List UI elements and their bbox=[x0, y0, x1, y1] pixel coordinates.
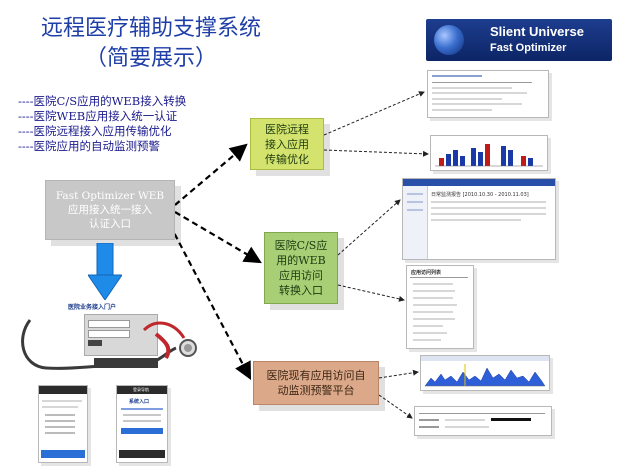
transport-optimization-node: 医院远程 接入应用 传输优化 bbox=[250, 118, 324, 170]
unified-access-line-1: Fast Optimizer WEB bbox=[55, 190, 165, 202]
node-text: 转换入口 bbox=[278, 284, 323, 297]
node-text: 接入应用 bbox=[265, 137, 309, 151]
report-thumbnail bbox=[427, 70, 549, 118]
product-logo: Slient Universe Fast Optimizer bbox=[426, 19, 612, 61]
arrow-to-node-3 bbox=[169, 224, 252, 380]
unified-access-box: Fast Optimizer WEB 应用接入统一接入 认证入口 bbox=[45, 180, 175, 240]
login-portal-thumbnail: 医院业务接入门户 bbox=[16, 300, 206, 378]
page-title: 远程医疗辅助支撑系统 （简要展示） bbox=[26, 14, 276, 74]
arrow-node1-thumb1 bbox=[323, 91, 425, 136]
node-text: 医院C/S应 bbox=[274, 239, 328, 252]
arrow-node1-thumb2 bbox=[323, 149, 429, 157]
unified-access-line-2: 应用接入统一接入 bbox=[68, 204, 152, 216]
unified-access-line-3: 认证入口 bbox=[89, 218, 131, 230]
bar-chart-thumbnail bbox=[430, 135, 548, 171]
login-header: 医院业务接入门户 bbox=[68, 304, 117, 311]
arrow-to-node-1 bbox=[174, 143, 248, 206]
list-title: 应用访问列表 bbox=[411, 270, 442, 276]
feature-item: ----医院C/S应用的WEB接入转换 bbox=[18, 94, 187, 108]
mobile-heading: 系统入口 bbox=[129, 399, 150, 405]
logo-line-1: Slient Universe bbox=[490, 24, 584, 39]
node-text: 医院远程 bbox=[265, 122, 309, 136]
alert-table-thumbnail bbox=[414, 406, 552, 436]
mobile-title: 登录导航 bbox=[133, 387, 149, 392]
arrow-node3-thumb6 bbox=[378, 394, 413, 419]
node-text: 传输优化 bbox=[265, 152, 309, 166]
node-text: 医院现有应用访问自 bbox=[266, 369, 366, 382]
feature-item: ----医院WEB应用接入统一认证 bbox=[18, 109, 178, 123]
report-title: 日常监测报告 [2010.10.30 - 2010.11.03] bbox=[431, 192, 529, 198]
stethoscope-icon bbox=[21, 319, 197, 370]
cs-web-conversion-node: 医院C/S应 用的WEB 应用访问 转换入口 bbox=[264, 232, 338, 304]
node-text: 应用访问 bbox=[278, 269, 323, 282]
mobile-screen-right: 登录导航 系统入口 bbox=[116, 385, 168, 463]
feature-item: ----医院应用的自动监测预警 bbox=[18, 139, 161, 153]
title-line-2: （简要展示） bbox=[84, 46, 217, 71]
node-text: 动监测预警平台 bbox=[277, 384, 355, 397]
app-list-thumbnail: 应用访问列表 bbox=[406, 265, 474, 349]
traffic-monitor-thumbnail bbox=[420, 355, 550, 391]
feature-item: ----医院远程接入应用传输优化 bbox=[18, 124, 172, 138]
mobile-screen-left bbox=[38, 385, 88, 463]
node-text: 用的WEB bbox=[276, 254, 326, 267]
down-arrow-icon bbox=[88, 243, 122, 301]
arrow-to-node-2 bbox=[174, 211, 262, 264]
logo-line-2: Fast Optimizer bbox=[490, 42, 567, 54]
feature-list: ----医院C/S应用的WEB接入转换 ----医院WEB应用接入统一认证 --… bbox=[18, 94, 186, 154]
monitoring-alert-node: 医院现有应用访问自 动监测预警平台 bbox=[253, 361, 379, 405]
arrow-node3-thumb5 bbox=[378, 369, 419, 379]
globe-icon bbox=[434, 25, 464, 55]
arrow-node2-thumb4 bbox=[337, 284, 405, 302]
title-line-1: 远程医疗辅助支撑系统 bbox=[40, 16, 261, 41]
arrow-node2-thumb3 bbox=[337, 199, 401, 256]
web-app-thumbnail: 日常监测报告 [2010.10.30 - 2010.11.03] bbox=[402, 178, 556, 260]
